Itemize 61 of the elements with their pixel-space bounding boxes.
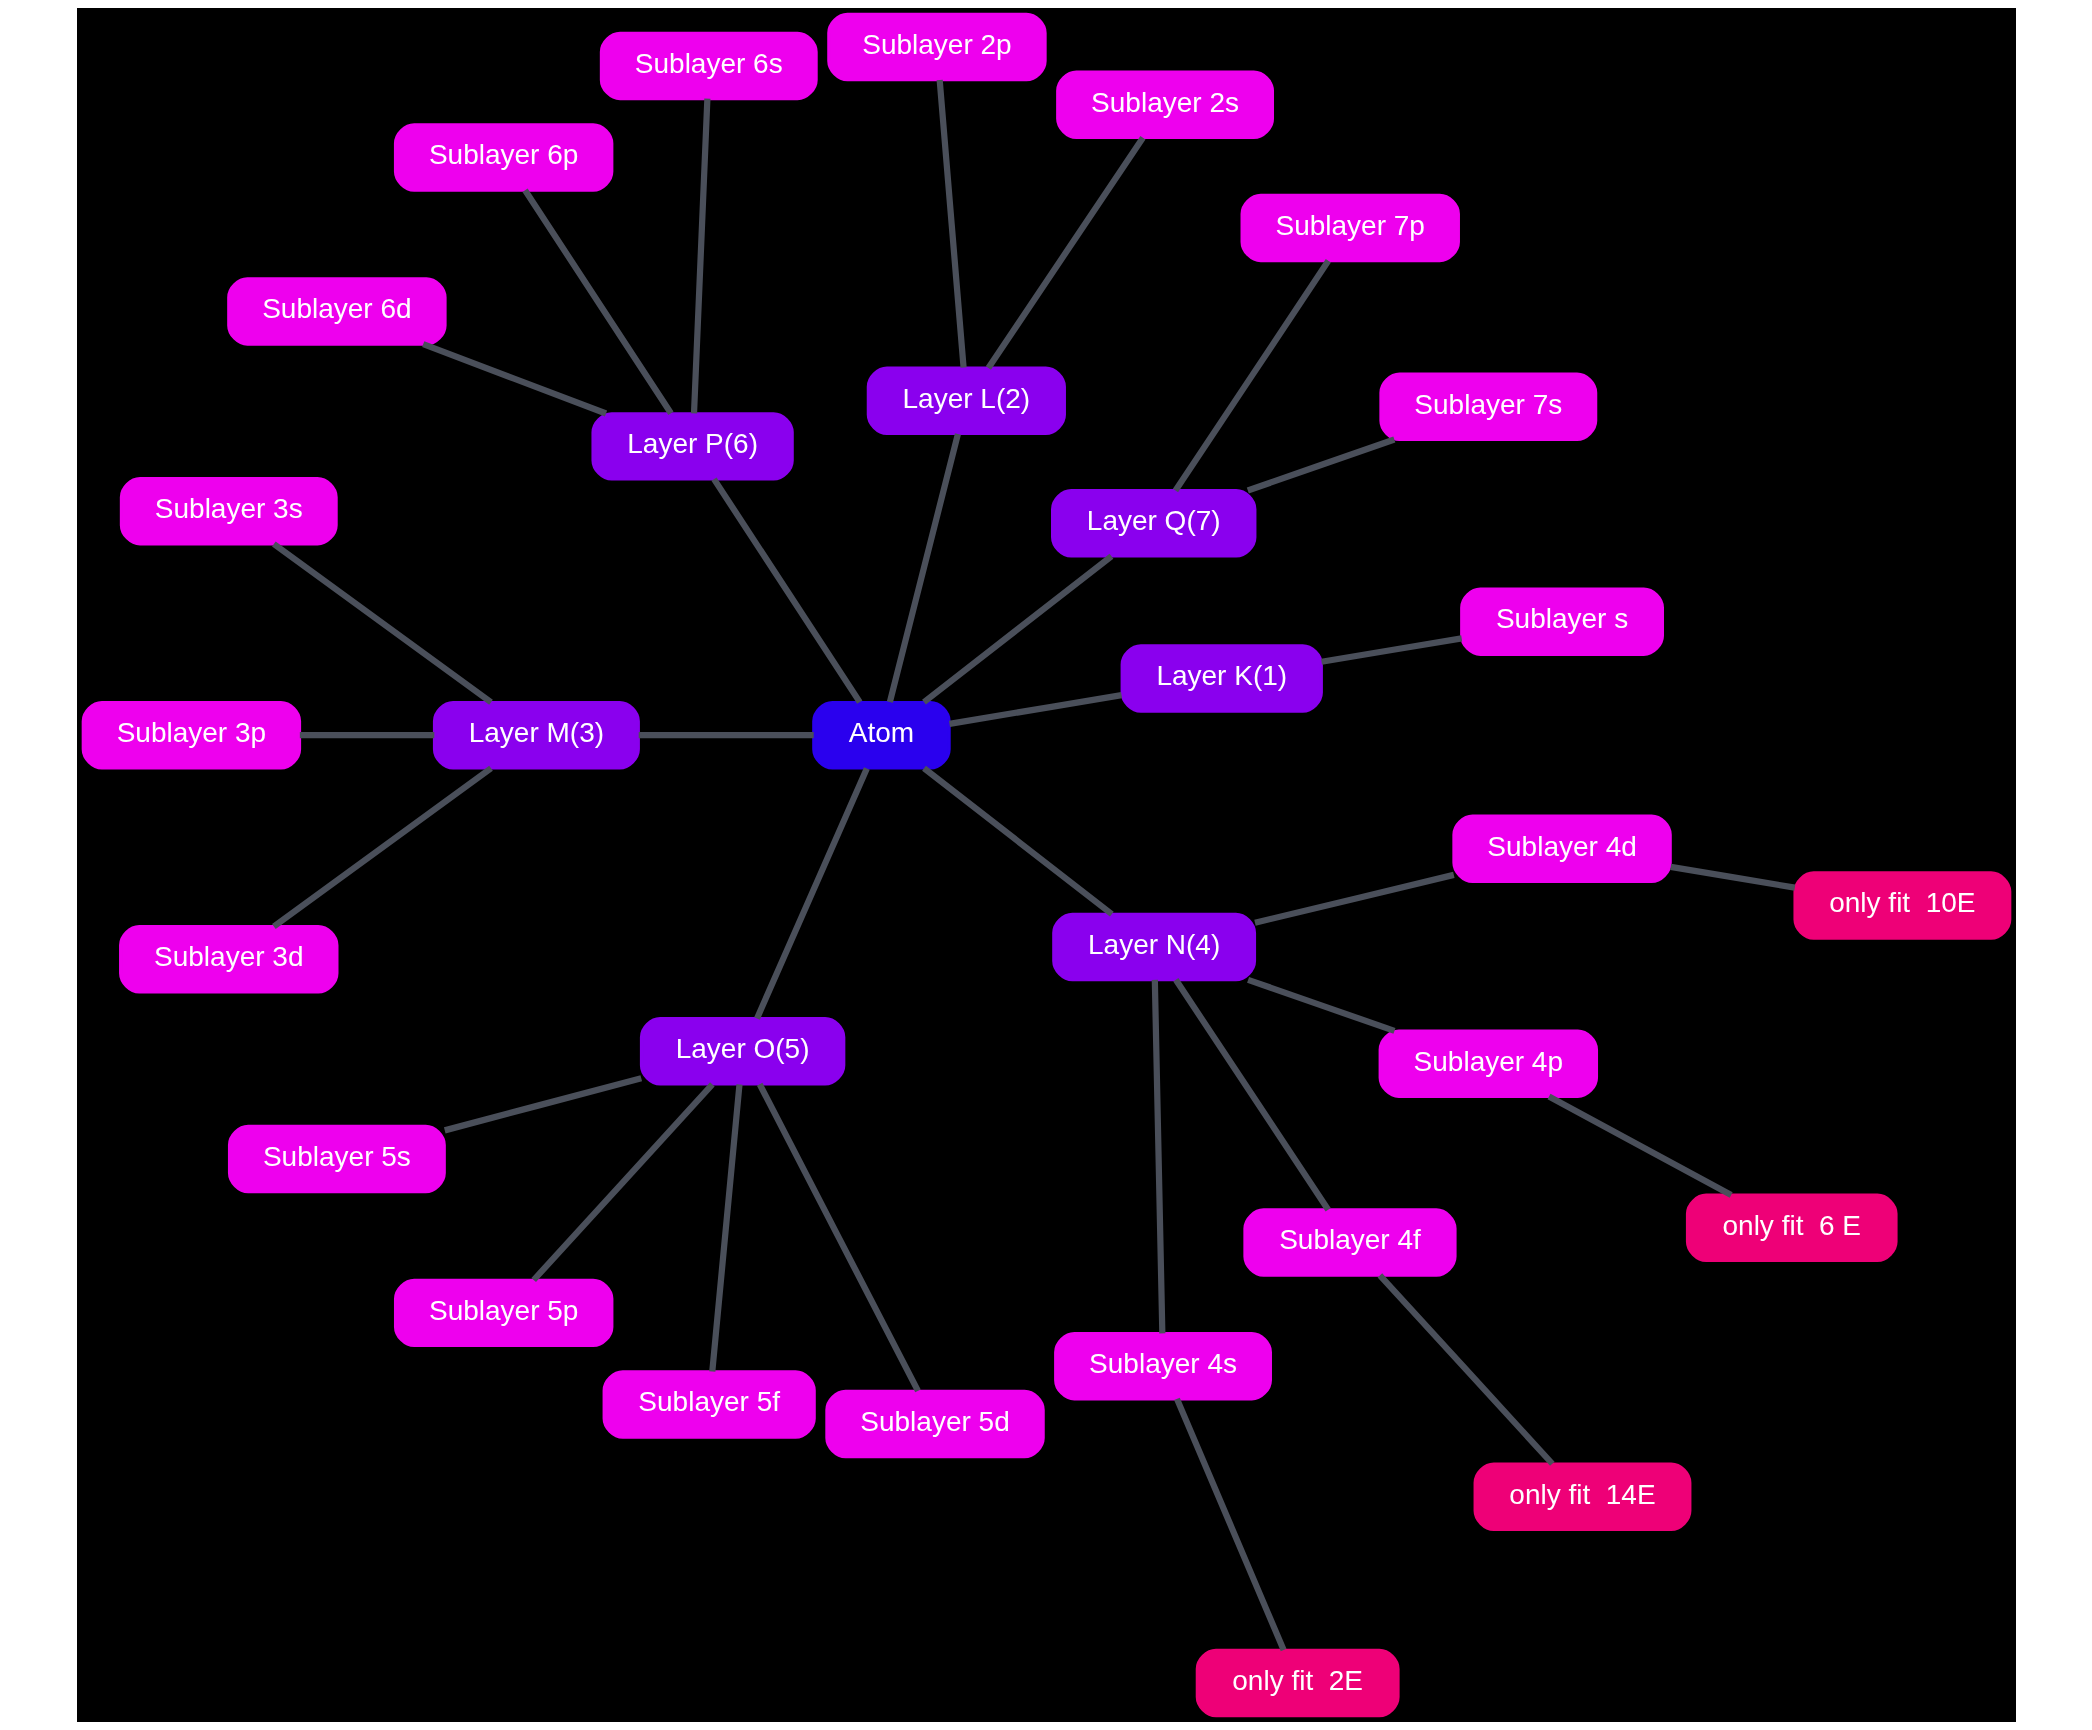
connector [710, 477, 862, 704]
connector [1377, 1273, 1555, 1466]
connector [1669, 863, 1795, 891]
connector [886, 433, 961, 703]
connector [708, 1084, 743, 1372]
connector [690, 98, 710, 414]
node-box: Sublayer 2s [1055, 70, 1274, 139]
node-box: Layer M(3) [432, 701, 640, 770]
node-box: Sublayer 4p [1378, 1029, 1598, 1098]
connector [921, 553, 1113, 705]
node-box: Sublayer 6d [226, 277, 447, 346]
connector [753, 767, 870, 1020]
node-box: Sublayer s [1459, 587, 1664, 656]
node-box: Layer K(1) [1120, 644, 1323, 713]
node-box: Sublayer 5f [602, 1370, 816, 1439]
connector [1172, 259, 1331, 493]
node-box: Layer L(2) [866, 366, 1066, 436]
connector [1246, 436, 1395, 494]
connector [638, 732, 814, 739]
connector [521, 188, 674, 415]
connector [948, 692, 1122, 727]
connector [530, 1082, 715, 1283]
node-box: Sublayer 6s [599, 31, 818, 101]
connector [443, 1075, 642, 1134]
node-box: Layer Q(7) [1050, 489, 1256, 558]
node-box: only fit 6 E [1685, 1193, 1898, 1263]
node-box: Atom [811, 701, 951, 770]
node-box: Sublayer 7s [1378, 372, 1597, 442]
node-box: only fit 14E [1473, 1462, 1691, 1531]
node-box: Sublayer 3p [81, 701, 301, 770]
node-box: Sublayer 5p [393, 1278, 613, 1348]
node-box: Sublayer 6p [393, 123, 613, 192]
connector [1320, 635, 1462, 665]
node-box: Sublayer 3s [119, 476, 338, 546]
node-box: Sublayer 7p [1240, 193, 1460, 263]
node-box: only fit 2E [1195, 1648, 1400, 1718]
connector [1547, 1093, 1733, 1198]
connector [271, 765, 493, 929]
node-box: Layer N(4) [1051, 912, 1256, 982]
connector [299, 732, 434, 739]
node-box: Sublayer 5d [824, 1389, 1045, 1459]
connector [421, 341, 607, 417]
node-box: Sublayer 2p [826, 12, 1047, 82]
connector [756, 1082, 921, 1393]
node-box: Sublayer 5s [227, 1124, 446, 1194]
connector [1246, 976, 1395, 1034]
connector [1172, 978, 1331, 1212]
connector [271, 541, 493, 705]
connector [985, 136, 1146, 370]
connector [1151, 979, 1165, 1334]
connector [1173, 1397, 1286, 1652]
connector [1253, 871, 1455, 926]
connector [936, 79, 967, 368]
node-box: only fit 10E [1792, 871, 2011, 940]
node-box: Layer P(6) [590, 412, 794, 481]
node-box: Sublayer 4f [1242, 1208, 1457, 1277]
node-box: Sublayer 4d [1451, 814, 1672, 884]
node-box: Sublayer 4s [1053, 1331, 1272, 1401]
connector [921, 765, 1114, 917]
node-box: Layer O(5) [639, 1016, 845, 1086]
node-box: Sublayer 3d [118, 925, 338, 994]
